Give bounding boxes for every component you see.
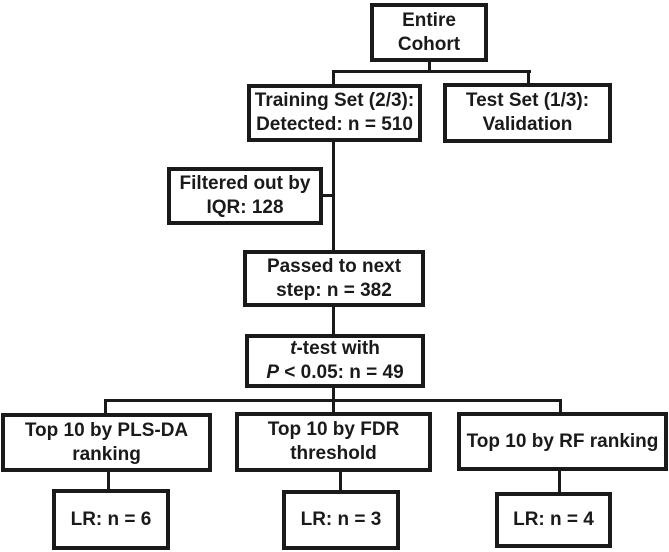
connector-cohort-to-split: [428, 60, 431, 72]
node-label: threshold: [290, 443, 377, 464]
node-label: ranking: [72, 443, 141, 465]
connector-rf-to-lr: [558, 469, 561, 494]
connector-split-to-plsda: [104, 399, 107, 415]
node-label: Cohort: [397, 33, 461, 55]
node-top10-rf: Top 10 by RF ranking: [457, 412, 668, 471]
node-lr-plsda-result: LR: n = 6: [52, 489, 170, 550]
node-label: LR: n = 6: [70, 508, 152, 530]
node-label: Top 10 by RF ranking: [466, 430, 659, 452]
node-label: P < 0.05: n = 49: [266, 362, 404, 383]
node-label: Filtered out by: [179, 173, 311, 194]
connector-split-to-test: [527, 70, 530, 85]
connector-passed-to-ttest: [332, 305, 335, 336]
node-top10-fdr: Top 10 by FDR threshold: [235, 412, 432, 472]
node-label: step: n = 382: [276, 279, 392, 301]
node-lr-fdr-result: LR: n = 3: [282, 490, 400, 550]
node-label: Passed to next: [266, 255, 402, 277]
connector-plsda-to-lr: [107, 470, 110, 491]
node-label: IQR: 128: [206, 197, 284, 218]
node-label: LR: n = 4: [513, 509, 594, 530]
node-label: Validation: [482, 114, 573, 135]
connector-split-horizontal-bottom: [104, 399, 562, 402]
node-label: Top 10 by PLS-DA: [24, 419, 189, 441]
italic-p: P: [266, 362, 280, 383]
node-label: Detected: n = 510: [256, 114, 413, 135]
connector-fdr-to-lr: [339, 470, 342, 492]
node-entire-cohort: Entire Cohort: [370, 3, 488, 62]
node-label: Test Set (1/3):: [465, 90, 590, 111]
node-label: Top 10 by FDR: [267, 419, 400, 440]
node-test-set: Test Set (1/3): Validation: [443, 83, 612, 143]
node-label: Training Set (2/3):: [254, 90, 415, 111]
node-label: LR: n = 3: [300, 509, 382, 530]
connector-split-to-training: [332, 70, 335, 86]
node-label: Entire: [402, 9, 456, 31]
node-filtered-out-iqr: Filtered out by IQR: 128: [167, 167, 323, 225]
connector-split-horizontal-top: [332, 70, 531, 73]
connector-split-to-rf: [559, 399, 562, 414]
italic-t: t: [290, 338, 297, 359]
node-top10-plsda: Top 10 by PLS-DA ranking: [1, 413, 212, 472]
node-passed-to-next-step: Passed to next step: n = 382: [243, 250, 425, 307]
node-training-set: Training Set (2/3): Detected: n = 510: [247, 84, 422, 142]
node-label: t-test with: [290, 338, 380, 359]
node-lr-rf-result: LR: n = 4: [495, 492, 612, 548]
connector-filtered-branch: [321, 194, 334, 197]
node-t-test: t-test with P < 0.05: n = 49: [245, 334, 425, 388]
